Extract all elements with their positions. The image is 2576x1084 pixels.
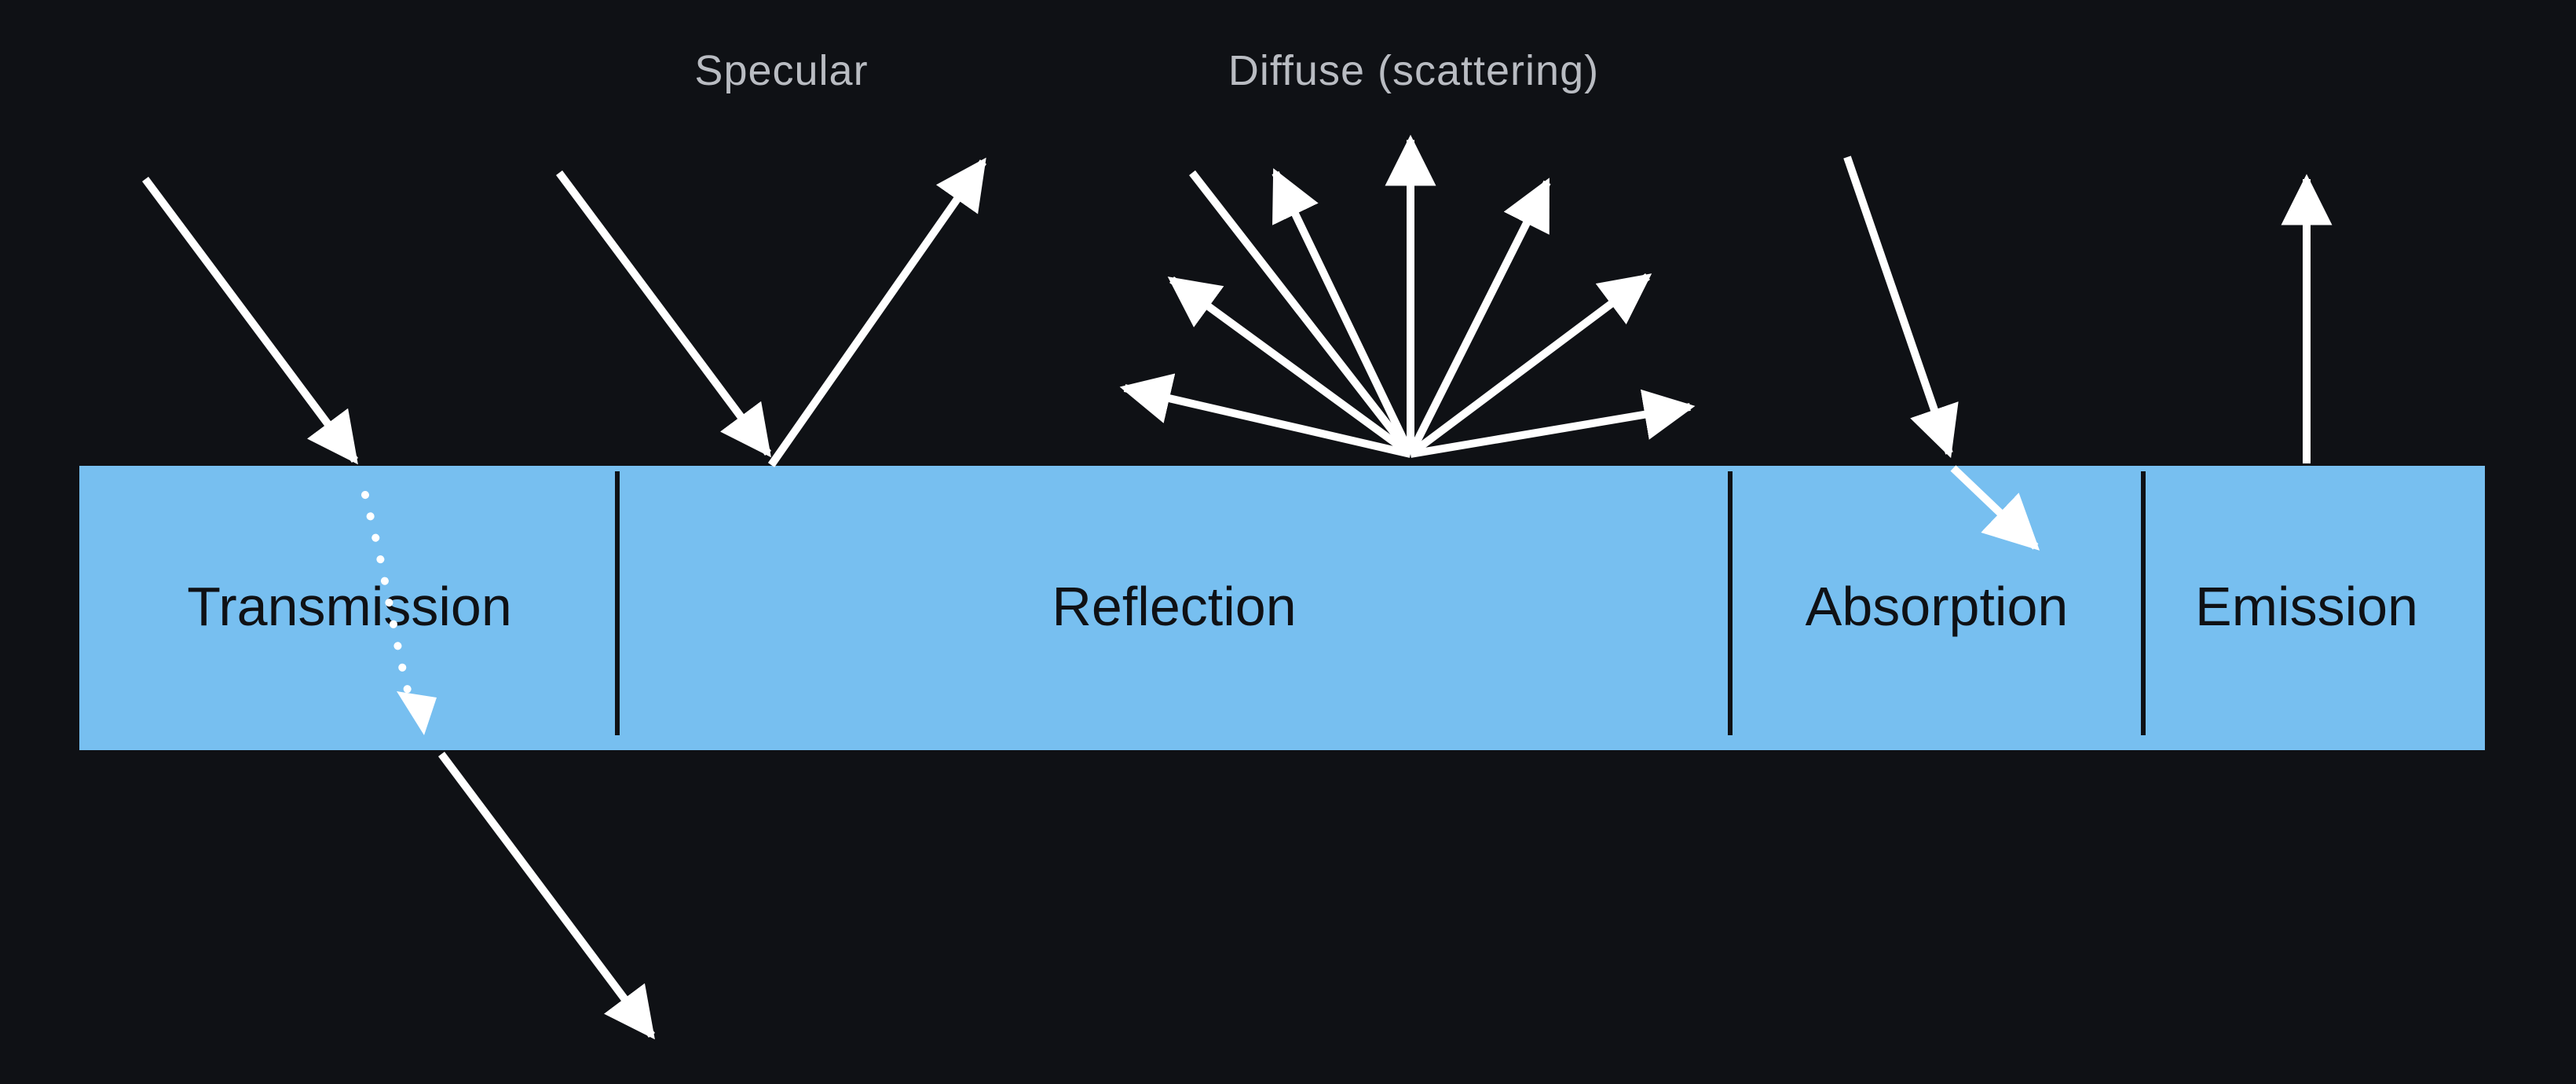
section-label-reflection: Reflection (1052, 576, 1297, 637)
absorption-incoming-arrow (1843, 156, 1959, 459)
diffuse-scatter-arrow (1407, 178, 1551, 456)
transmission-refracted-arrowhead (397, 691, 437, 735)
divider-absorption-emission (2141, 471, 2146, 735)
section-label-transmission: Transmission (187, 576, 512, 637)
specular-label: Specular (694, 47, 869, 94)
transmission-refracted-dotted-path (361, 491, 415, 711)
material-surface-band (79, 466, 2485, 750)
section-label-absorption: Absorption (1805, 576, 2069, 637)
absorption-internal-arrow (1950, 465, 2040, 551)
diffuse-scatter-arrow (1408, 273, 1652, 458)
divider-transmission-reflection (615, 471, 620, 735)
diffuse-scatter-arrow (1119, 373, 1412, 458)
diffuse-scatter-arrow (1167, 276, 1413, 458)
transmission-incoming-arrow (141, 177, 359, 465)
transmission-arrows (141, 177, 656, 1040)
diffuse-scatter-arrow (1410, 389, 1696, 458)
diffuse-scatter-arrow (1272, 168, 1414, 456)
specular-reflection-arrows (555, 157, 987, 467)
diffuse-label: Diffuse (scattering) (1228, 47, 1600, 94)
divider-reflection-absorption (1728, 471, 1733, 735)
diffuse-reflection-arrows (1119, 134, 1696, 458)
diffuse-incoming-ray (1189, 170, 1414, 457)
absorption-arrows (1843, 156, 2040, 551)
specular-incoming-arrow (555, 170, 772, 458)
section-label-emission: Emission (2195, 576, 2418, 637)
transmission-exit-arrow (437, 752, 656, 1040)
specular-reflected-arrow (767, 157, 987, 467)
